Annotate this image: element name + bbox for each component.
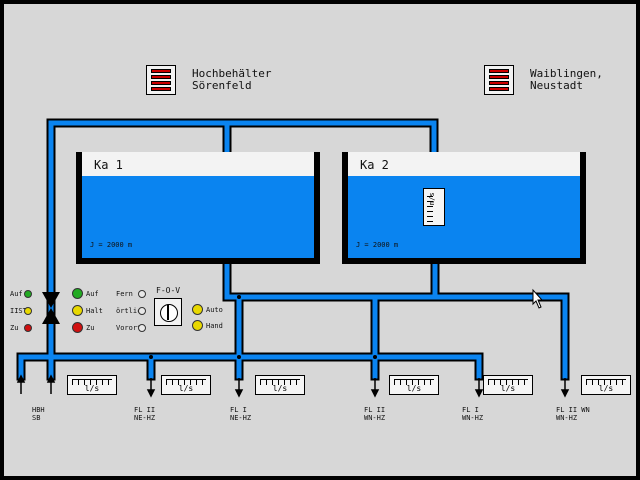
level-gauge-unit: m/s: [428, 192, 436, 205]
mouse-cursor-icon: [532, 288, 544, 309]
valve-symbol[interactable]: [42, 292, 60, 324]
valve-ist-lamp: [24, 307, 32, 315]
tank-name: Ka 1: [94, 158, 123, 172]
mode-oertlich-lamp: [138, 307, 146, 315]
station-legend-icon[interactable]: [484, 65, 514, 95]
selector-label: F-O-V: [156, 286, 181, 295]
station-legend-icon[interactable]: [146, 65, 176, 95]
flow-meter[interactable]: l/s: [389, 375, 439, 395]
flow-meter-label: FL I WN-HZ: [462, 406, 484, 422]
open-command-label: Auf: [86, 290, 99, 298]
mode-fern-lamp: [138, 290, 146, 298]
hand-lamp[interactable]: [192, 320, 203, 331]
flow-meter-label: FL II NE-HZ: [134, 406, 156, 422]
open-command-lamp[interactable]: [72, 288, 83, 299]
mode-label-oertlich: örtlich: [116, 307, 146, 315]
valve-status-label: IIST: [10, 307, 27, 315]
mode-vorort-lamp: [138, 324, 146, 332]
hand-label: Hand: [206, 322, 223, 330]
fov-selector-switch[interactable]: [154, 298, 182, 326]
flow-meter[interactable]: l/s: [483, 375, 533, 395]
close-command-lamp[interactable]: [72, 322, 83, 333]
valve-status-label: Auf: [10, 290, 23, 298]
close-command-label: Zu: [86, 324, 95, 332]
tank-ka1: [76, 152, 320, 264]
station-title-waiblingen: Waiblingen, Neustadt: [530, 67, 603, 92]
tank-volume: J = 2000 m: [356, 241, 399, 249]
flow-meter[interactable]: l/s: [161, 375, 211, 395]
tank-ka2: [342, 152, 586, 264]
flow-meter[interactable]: l/s: [581, 375, 631, 395]
scada-screen: Hochbehälter Sörenfeld Waiblingen, Neust…: [4, 4, 636, 476]
flow-arrows: [16, 374, 570, 398]
halt-command-lamp[interactable]: [72, 305, 83, 316]
mode-label-fern: Fern: [116, 290, 133, 298]
tank-name: Ka 2: [360, 158, 389, 172]
mode-label-vorort: Vorort: [116, 324, 142, 332]
level-gauge[interactable]: m/s: [423, 188, 445, 226]
valve-status-label: Zu: [10, 324, 19, 332]
flow-meter-label: FL I NE-HZ: [230, 406, 252, 422]
valve-open-lamp: [24, 290, 32, 298]
flow-meter-label: FL II WN-HZ: [364, 406, 386, 422]
valve-closed-lamp: [24, 324, 32, 332]
tank-volume: J = 2000 m: [90, 241, 133, 249]
station-title-hochbehaelter: Hochbehälter Sörenfeld: [192, 67, 272, 92]
flow-meter[interactable]: l/s: [255, 375, 305, 395]
flow-meter[interactable]: l/s: [67, 375, 117, 395]
halt-command-label: Halt: [86, 307, 103, 315]
flow-meter-label: HBH SB: [32, 406, 45, 422]
flow-meter-label: FL II WN WN-HZ: [556, 406, 590, 422]
auto-lamp[interactable]: [192, 304, 203, 315]
pipe-network: [16, 118, 586, 398]
auto-label: Auto: [206, 306, 223, 314]
